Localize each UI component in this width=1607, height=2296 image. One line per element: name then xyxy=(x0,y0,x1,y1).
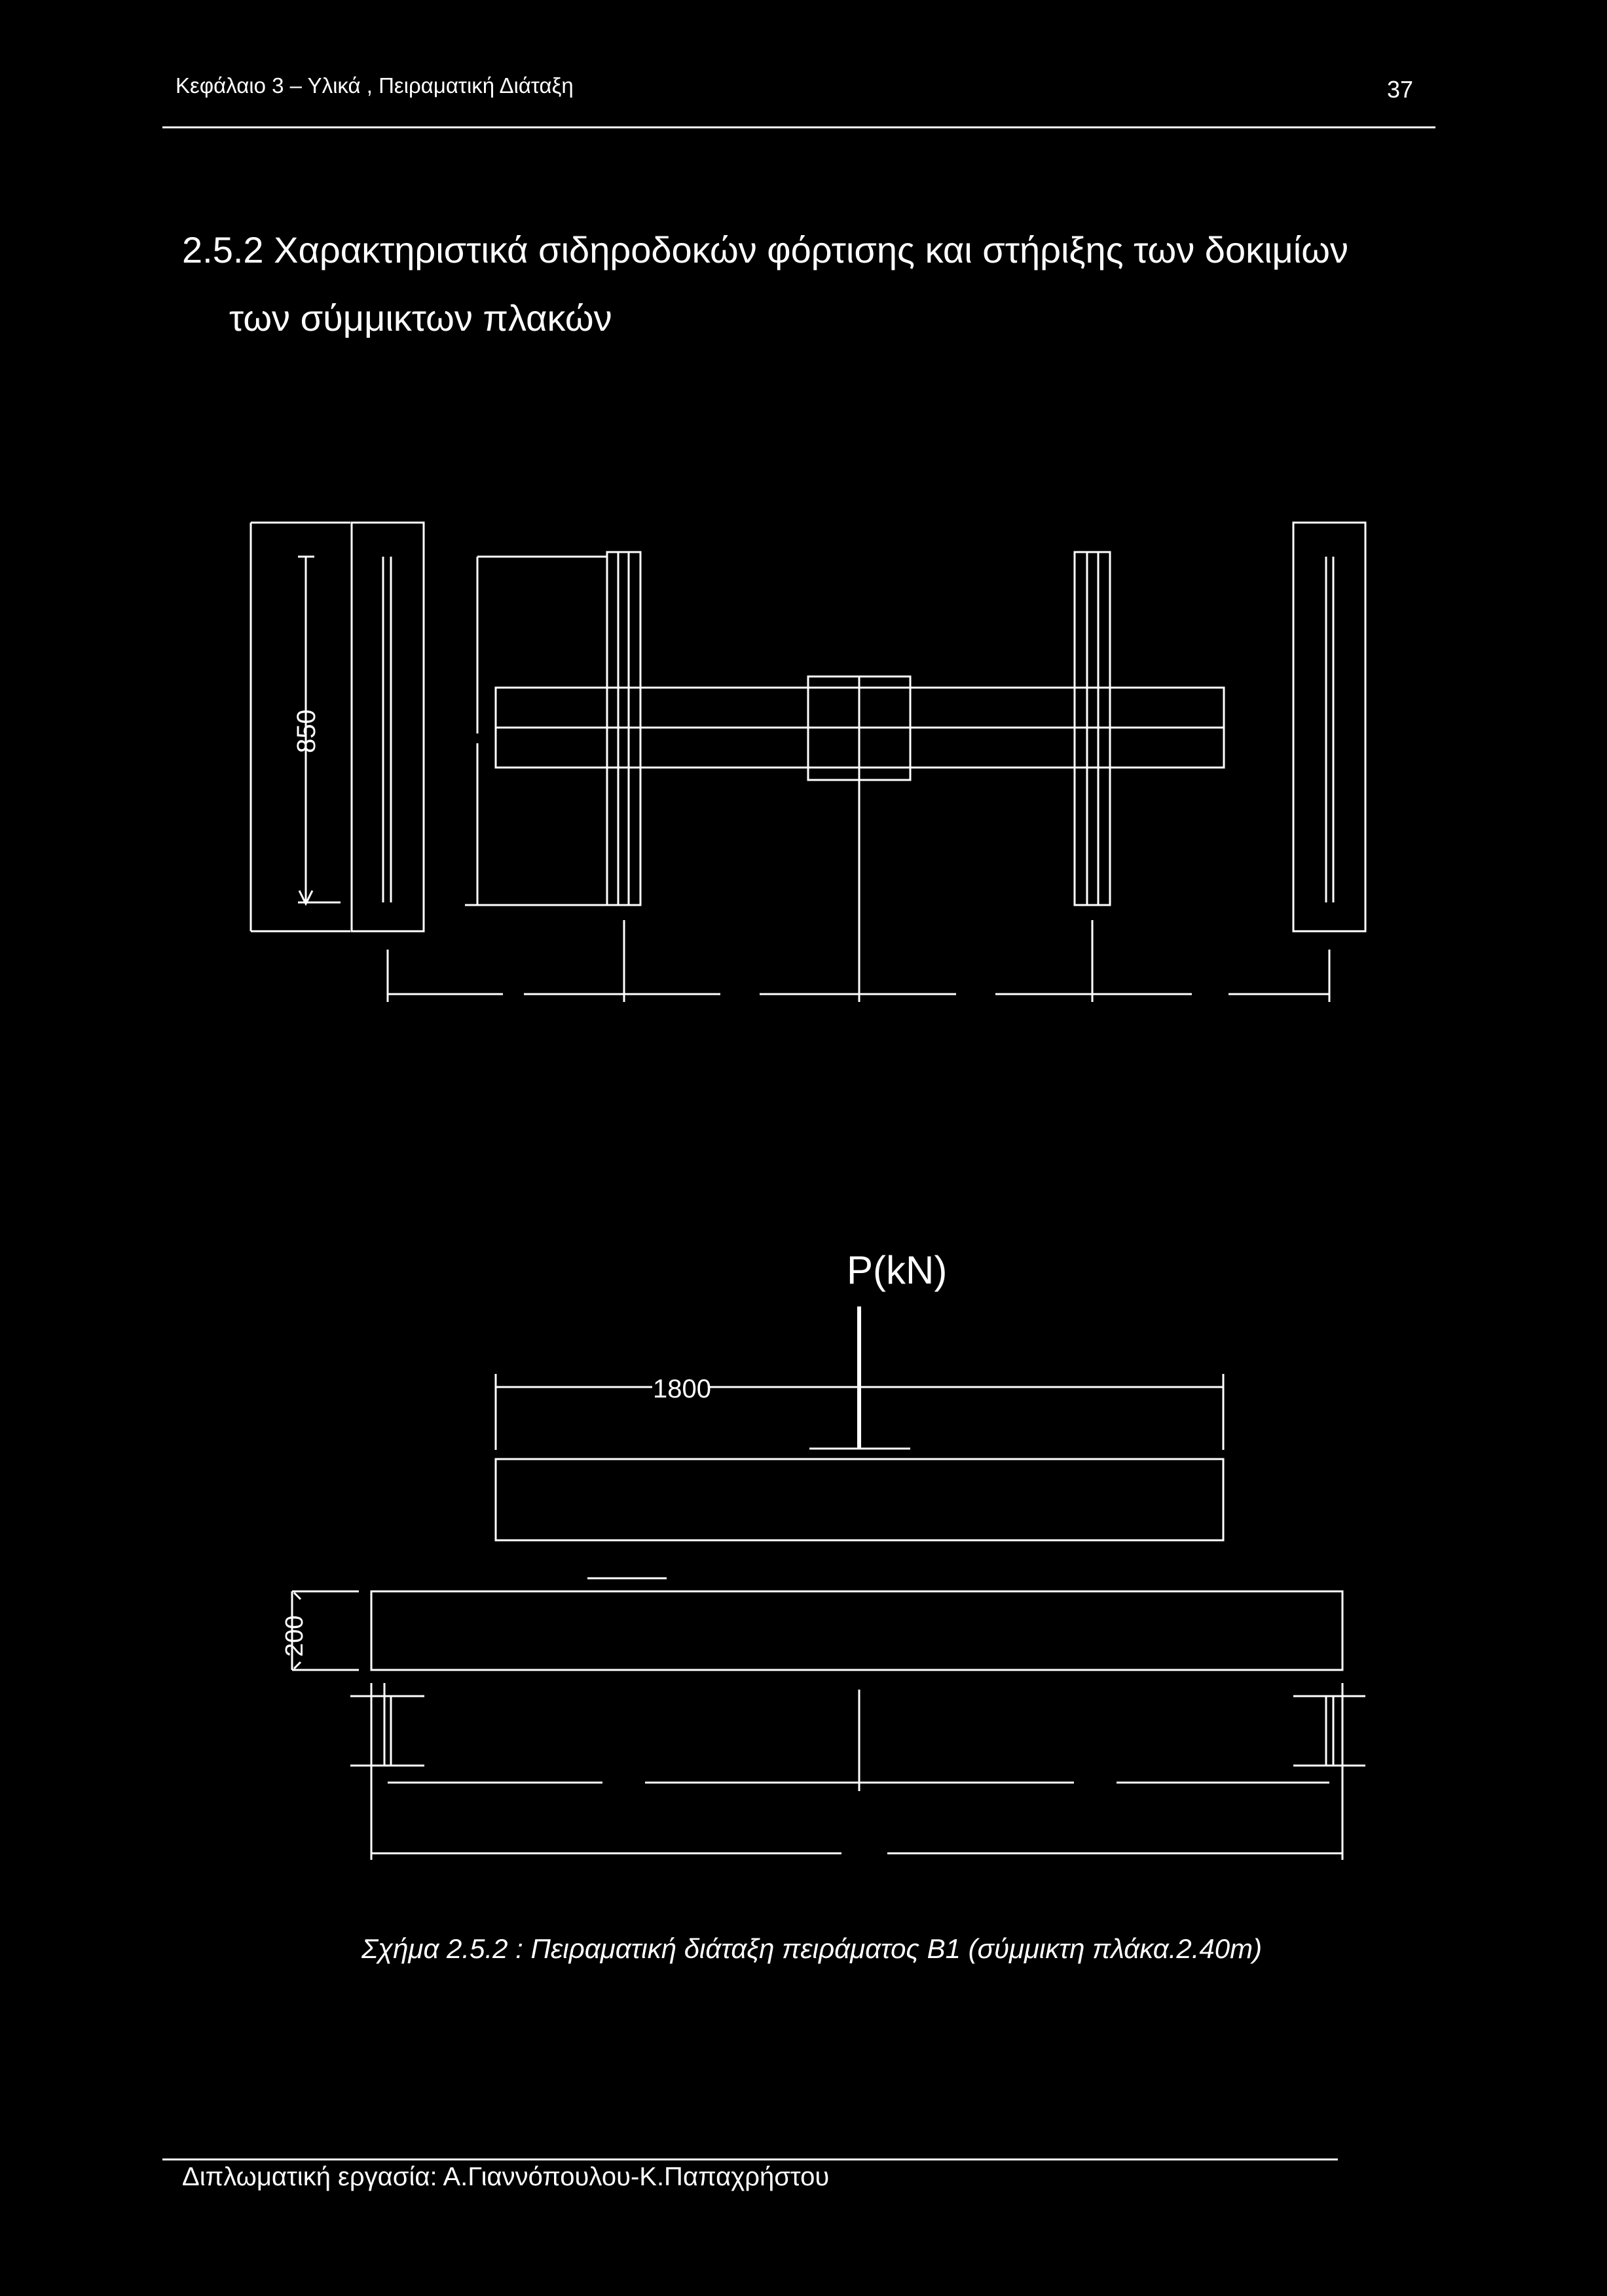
elevation-view xyxy=(291,1306,1365,1860)
footer-divider xyxy=(162,2158,1338,2160)
dim-1800-label: 1800 xyxy=(653,1375,711,1403)
dim-200-arrow-top xyxy=(293,1591,302,1601)
plan-view xyxy=(249,521,1367,1002)
section-number: 2.5.2 xyxy=(182,229,264,270)
dim-850-label: 850 xyxy=(292,709,321,753)
composite-slab xyxy=(370,1590,1344,1671)
spreader-beam-elevation xyxy=(494,1458,1225,1542)
load-label: P(kN) xyxy=(847,1248,947,1292)
section-heading: 2.5.2 Χαρακτηριστικά σιδηροδοκών φόρτιση… xyxy=(182,216,1439,352)
section-title-line2: των σύμμικτων πλακών xyxy=(229,297,612,339)
dim-850-arrow xyxy=(298,890,314,906)
footer-authors: Διπλωματική εργασία: Α.Γιαννόπουλου-Κ.Πα… xyxy=(182,2162,830,2191)
right-support-beam xyxy=(1292,521,1367,933)
dim-200-arrow-bottom xyxy=(293,1661,302,1670)
page-number: 37 xyxy=(1387,76,1414,103)
running-header-chapter: Κεφάλαιο 3 – Υλικά , Πειραματική Διάταξη xyxy=(175,73,574,98)
left-support-beam xyxy=(350,521,425,933)
figure-caption: Σχήμα 2.5.2 : Πειραματική διάταξη πειράμ… xyxy=(361,1933,1263,1964)
dim-200-label: 200 xyxy=(281,1616,308,1657)
section-title-line1: Χαρακτηριστικά σιδηροδοκών φόρτισης και … xyxy=(274,229,1348,270)
header-divider xyxy=(162,126,1435,128)
